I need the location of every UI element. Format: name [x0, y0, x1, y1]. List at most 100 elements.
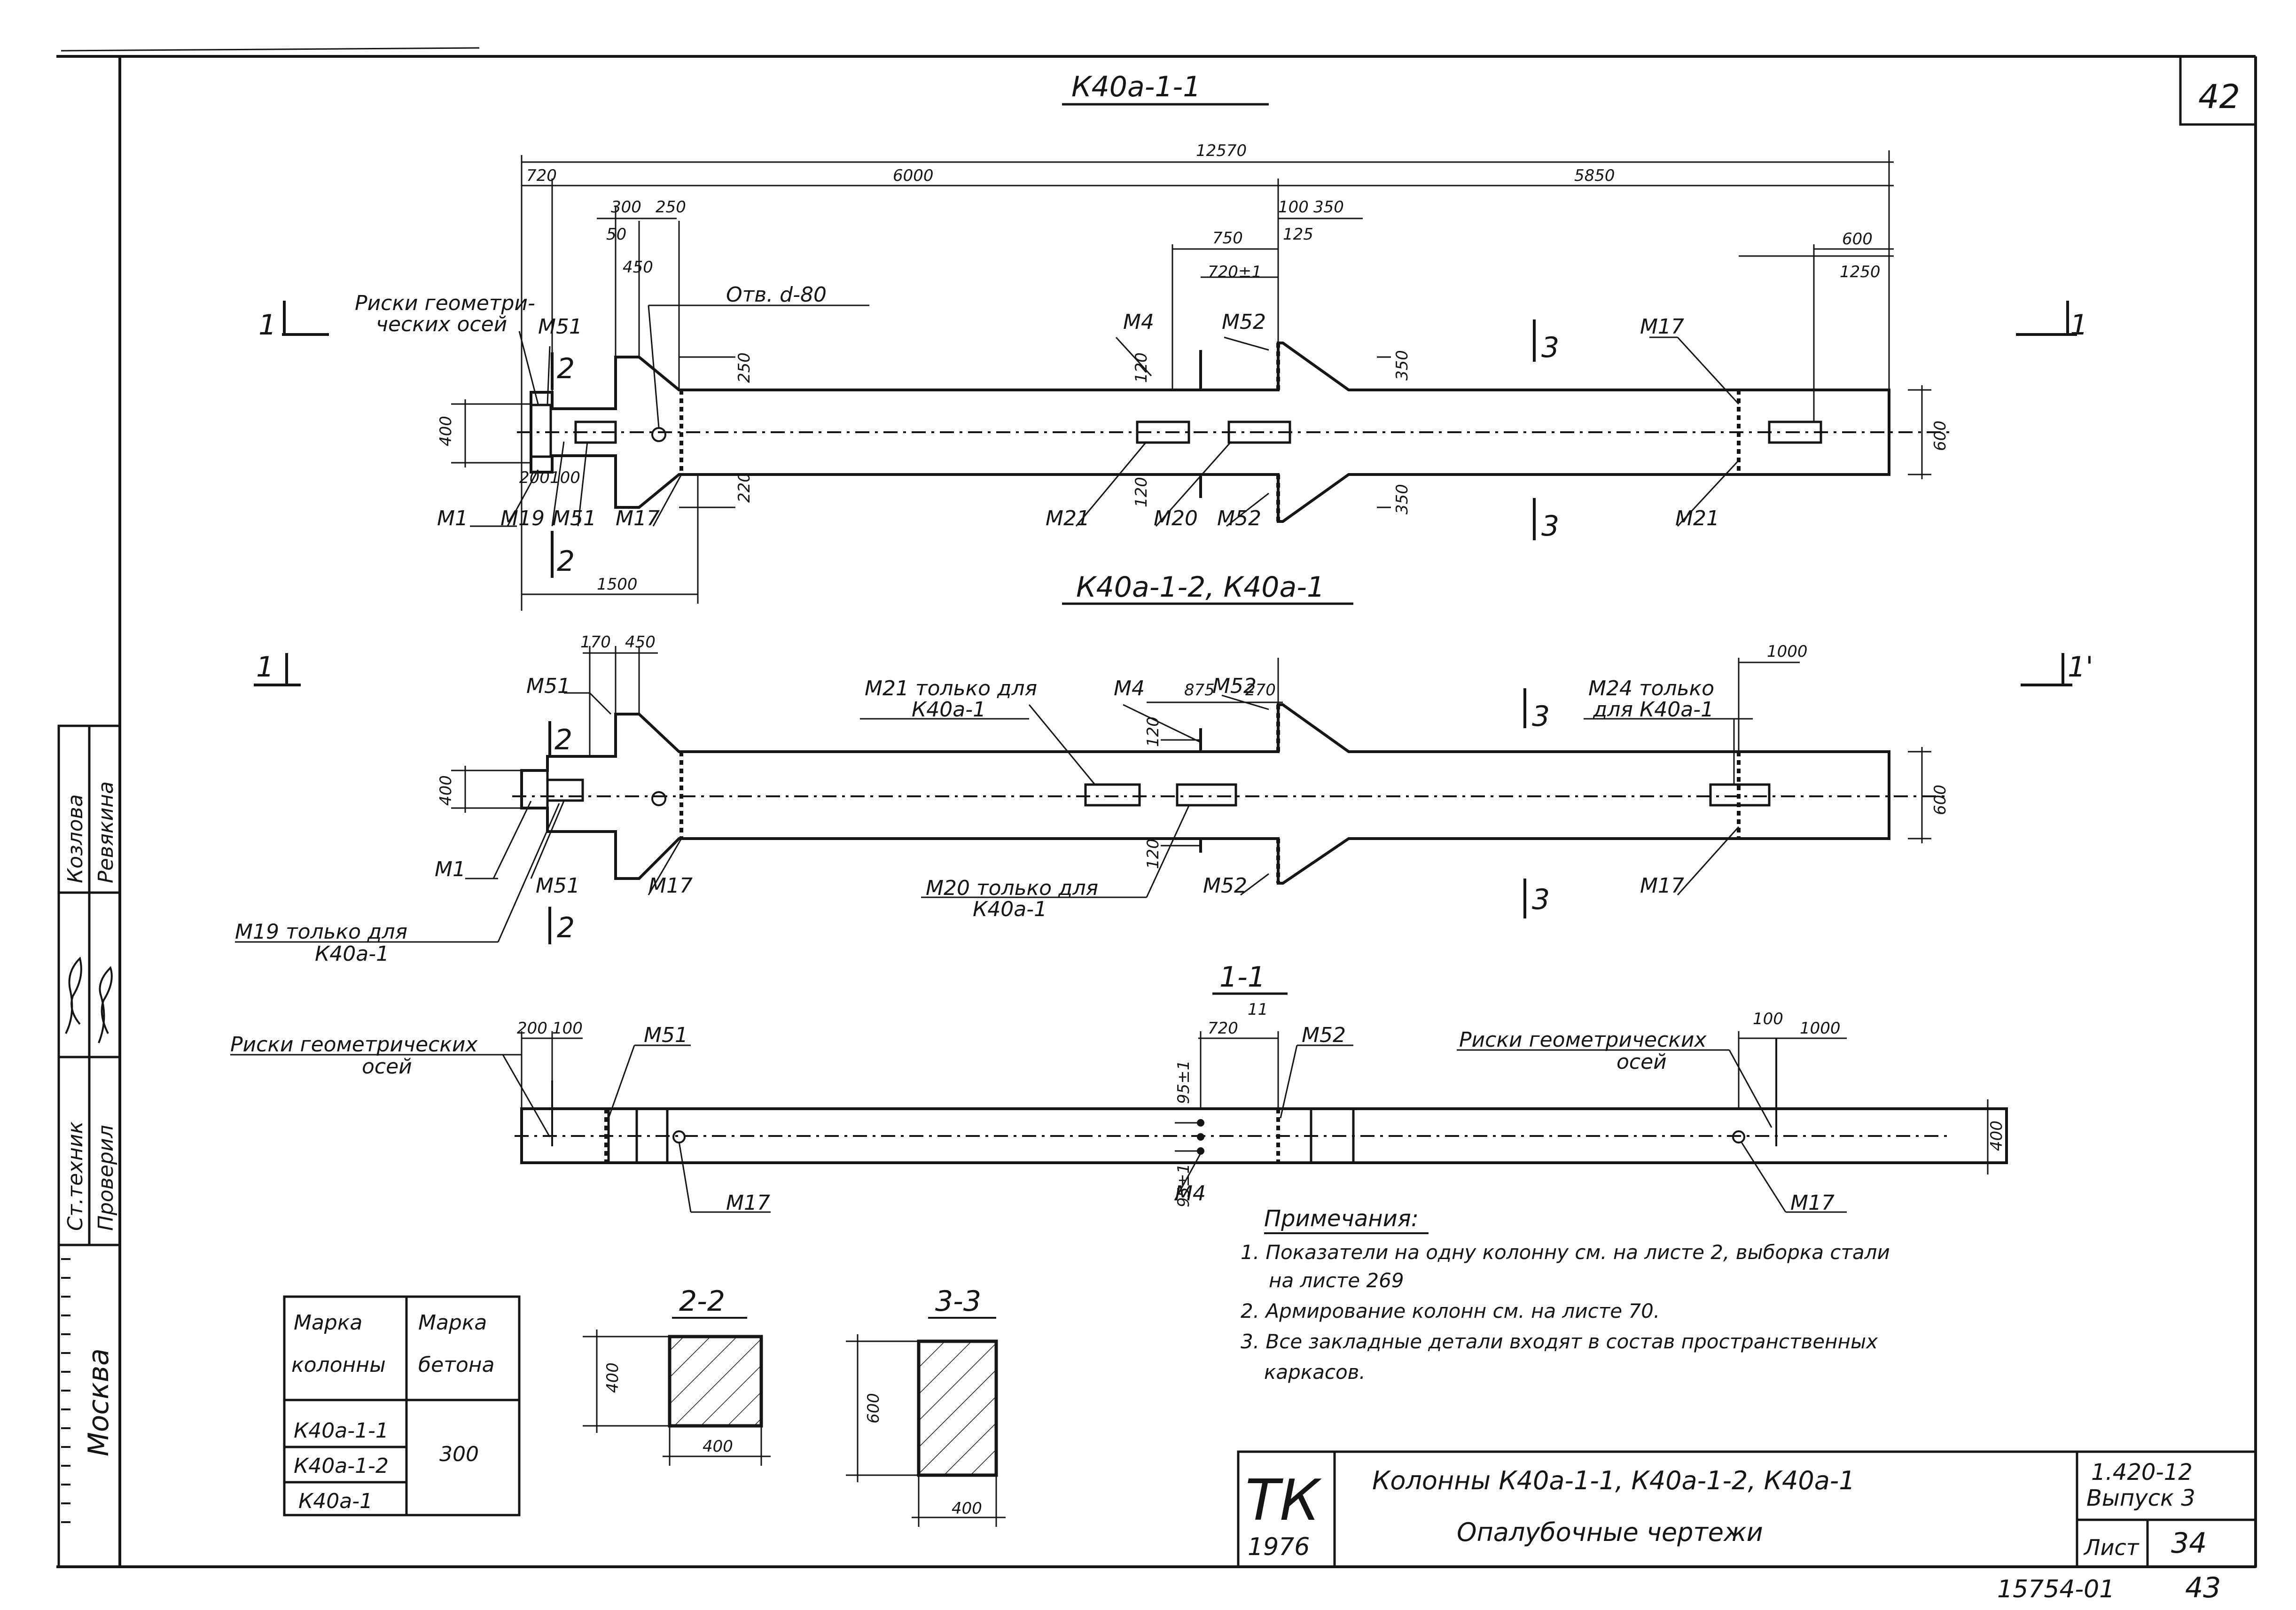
v2-label-M24note1: М24 только: [1588, 677, 1714, 700]
view-2-title: К40а-1-2, К40а-1: [1076, 571, 1325, 604]
side-role-2: Проверил: [94, 1125, 118, 1231]
side-role-1: Ст.техник: [63, 1121, 87, 1231]
v2-dim-270: 270: [1245, 681, 1276, 700]
v1-dim-600s: 600: [1931, 420, 1950, 451]
table-concrete: 300: [439, 1442, 479, 1466]
v2-label-M21note1: М21 только для: [865, 677, 1037, 700]
v1-label-M17a: М17: [1640, 315, 1684, 339]
notes: Примечания: 1. Показатели на одну колонн…: [1241, 1206, 1890, 1384]
embed-M20: [1227, 420, 1291, 444]
v3-label-M17a: М17: [726, 1191, 770, 1215]
v3-label-M4: М4: [1175, 1182, 1206, 1206]
stamp-issue: Выпуск 3: [2086, 1485, 2195, 1511]
view-3-title: 1-1: [1219, 961, 1265, 994]
v1-sec-2B: 2: [557, 545, 575, 578]
v2-label-M51b: М51: [536, 874, 580, 898]
column-2-outline: [520, 703, 1890, 885]
v1-dim-220: 220: [735, 472, 754, 503]
v2-sec-2T: 2: [554, 723, 572, 756]
v3-label-riskiL1: Риски геометрических: [230, 1033, 478, 1057]
v2-label-M17: М17: [648, 874, 693, 898]
v1-dim-100: 100: [1278, 198, 1309, 217]
table-h2b: бетона: [418, 1353, 495, 1377]
v2-label-M20note2: К40а-1: [973, 897, 1047, 921]
stamp-title-1: Колонны К40а-1-1, К40а-1-2, К40а-1: [1372, 1466, 1855, 1495]
v3-label-M52: М52: [1302, 1023, 1346, 1047]
page-number: 42: [2198, 78, 2240, 116]
note-3a: 3. Все закладные детали входят в состав …: [1241, 1330, 1878, 1353]
v1-label-M51a: М51: [538, 315, 582, 339]
v2-sec-3B: 3: [1532, 883, 1550, 916]
table-h2a: Марка: [418, 1311, 487, 1335]
stamp-sheet-no: 34: [2171, 1527, 2207, 1560]
v3-label-riskiL2: осей: [362, 1055, 412, 1079]
v2-label-M21note2: К40а-1: [912, 698, 986, 722]
v2-label-M4: М4: [1114, 677, 1145, 700]
v2-dim-600: 600: [1931, 785, 1950, 815]
v1-dim-250: 250: [656, 198, 686, 217]
v2-sec-1R: 1': [2068, 651, 2093, 684]
v1-dim-100b: 100: [550, 468, 580, 487]
v1-label-M51b: М51: [552, 506, 596, 530]
v1-dim-350t: 350: [1313, 198, 1344, 217]
v2-label-M52b: М52: [1203, 874, 1247, 898]
v1-dim-720: 720: [526, 166, 557, 185]
v2-dim-120b: 120: [1144, 839, 1163, 869]
v3-dim-1000: 1000: [1800, 1019, 1841, 1038]
v2-label-M17b: М17: [1640, 874, 1684, 898]
note-2: 2. Армирование колонн см. на листе 70.: [1241, 1299, 1660, 1322]
bottom-number: 43: [2185, 1571, 2221, 1604]
table-h1a: Марка: [294, 1311, 362, 1335]
frame: [56, 47, 2257, 1568]
table-row-1: К40а-1-1: [294, 1419, 389, 1443]
v3-dim-100: 100: [552, 1019, 583, 1038]
signature-1: [65, 957, 82, 1034]
s22-dim-w: 400: [703, 1437, 733, 1456]
notes-heading: Примечания:: [1264, 1206, 1419, 1232]
v1-dim-300: 300: [611, 198, 641, 217]
v1-label-riski: Риски геометри-: [355, 291, 535, 315]
v3-label-riskiR2: осей: [1617, 1050, 1667, 1074]
v3-dim-720: 720: [1208, 1019, 1238, 1038]
side-block: Козлова Ревякина Ст.техник Проверил Моск…: [57, 724, 121, 1568]
v2-dim-120a: 120: [1144, 716, 1163, 747]
view-2: К40а-1-2, К40а-1: [235, 571, 2093, 966]
v2-label-M19note1: М19 только для: [235, 920, 407, 944]
v1-label-M4: М4: [1123, 310, 1154, 334]
v1-label-M52a: М52: [1222, 310, 1266, 334]
v1-label-M20: М20: [1154, 506, 1198, 530]
v3-label-M17b: М17: [1790, 1191, 1835, 1215]
v2-sec-2B: 2: [557, 911, 575, 944]
stamp-title-2: Опалубочные чертежи: [1457, 1517, 1763, 1547]
view-3: 1-1: [230, 961, 2008, 1215]
stamp-year: 1976: [1248, 1533, 1310, 1561]
s22-title: 2-2: [679, 1285, 725, 1318]
v2-hole: [651, 791, 666, 806]
v1-dim-125: 125: [1283, 225, 1313, 244]
note-1a: 1. Показатели на одну колонну см. на лис…: [1241, 1241, 1890, 1264]
view-1: К40а-1-1: [258, 70, 2088, 611]
v1-dim-5850: 5850: [1574, 166, 1615, 185]
v3-dim-11: 11: [1248, 1000, 1268, 1019]
signature-2: [98, 966, 113, 1043]
v1-label-M21a: М21: [1046, 506, 1090, 530]
title-stamp: ТК 1976 Колонны К40а-1-1, К40а-1-2, К40а…: [1237, 1450, 2257, 1568]
v2-dim-1000: 1000: [1767, 642, 1808, 661]
view-1-title: К40а-1-1: [1071, 70, 1201, 103]
v1-dim-350b: 350: [1393, 484, 1412, 514]
v1-dim-50: 50: [606, 225, 626, 244]
v1-dim-total: 12570: [1196, 141, 1247, 160]
v1-dim-450: 450: [623, 258, 653, 277]
embed-M19: [574, 420, 617, 444]
v3-label-M51: М51: [644, 1023, 688, 1047]
v3-M4-b: [1197, 1133, 1204, 1141]
v2-embed-M19: [546, 778, 584, 802]
v1-dim-120b: 120: [1132, 477, 1151, 507]
v1-sec-3B: 3: [1541, 510, 1559, 543]
v2-dim-400: 400: [437, 775, 455, 806]
v2-embed-M20: [1176, 783, 1237, 807]
v1-dim-6000: 6000: [893, 166, 934, 185]
s22-dim-h: 400: [603, 1362, 622, 1393]
side-name-1: Козлова: [63, 794, 87, 884]
v2-dim-875: 875: [1184, 681, 1215, 700]
